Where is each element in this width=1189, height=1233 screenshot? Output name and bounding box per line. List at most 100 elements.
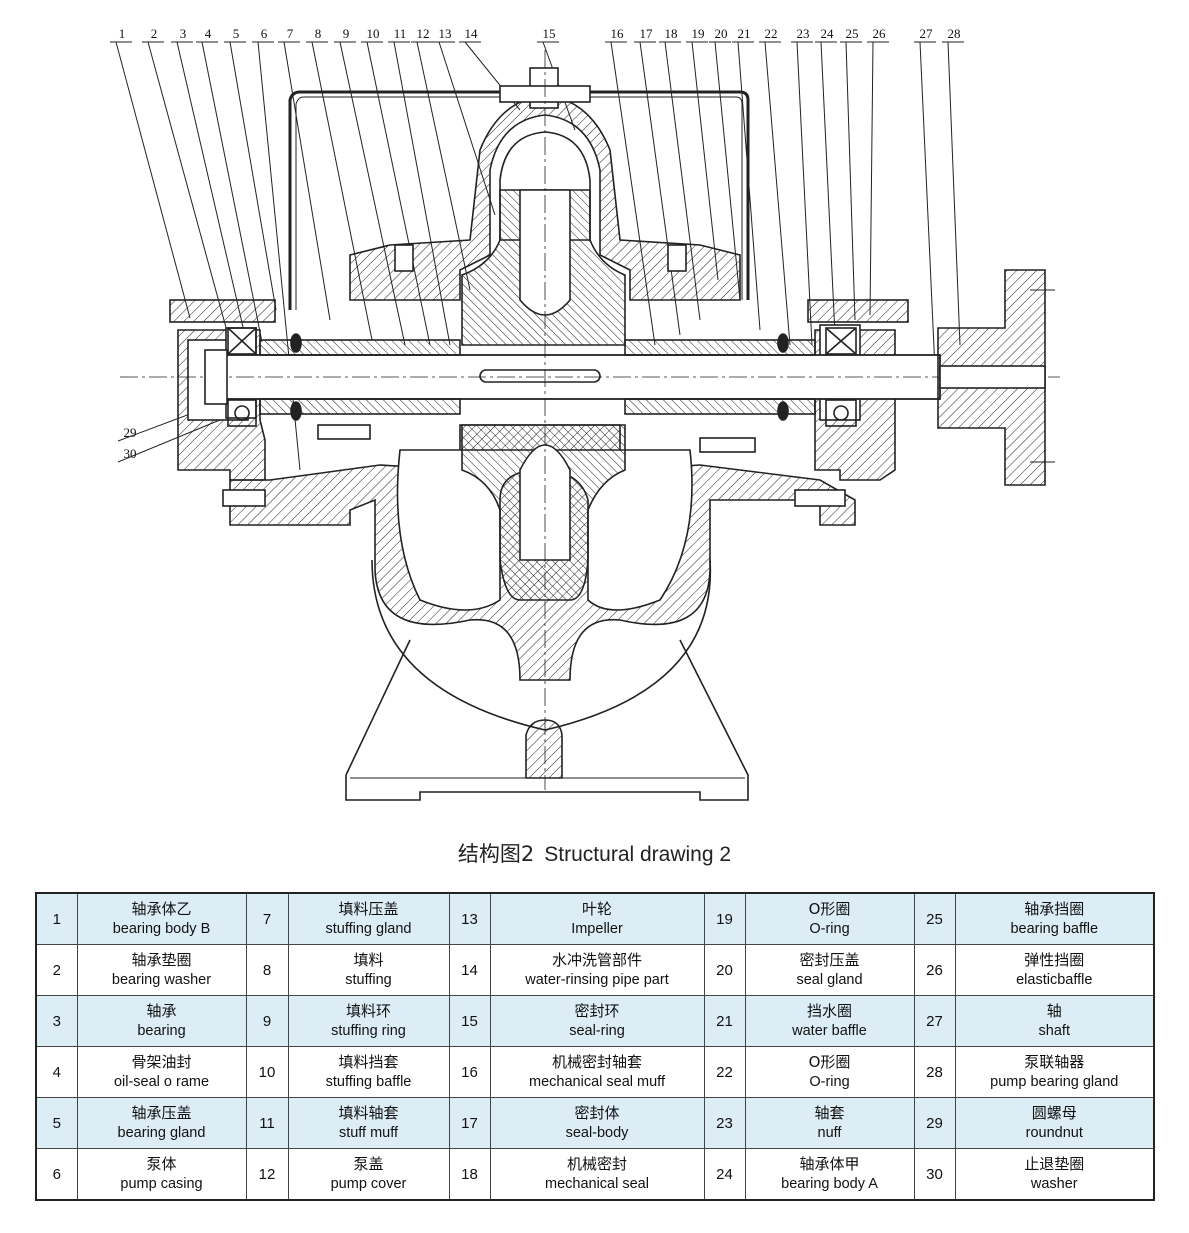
part-number: 17 <box>448 1097 491 1149</box>
part-name-chinese: 骨架油封 <box>131 1053 192 1071</box>
part-number: 12 <box>245 1148 289 1201</box>
part-name-english: seal gland <box>796 972 863 988</box>
callout-number: 22 <box>765 26 778 41</box>
part-name-chinese: 泵盖 <box>353 1155 384 1173</box>
part-name-english: roundnut <box>1025 1125 1083 1141</box>
leader-line <box>869 41 874 316</box>
callout-number: 7 <box>287 26 294 41</box>
leader-line <box>229 41 277 311</box>
part-number: 27 <box>913 995 956 1047</box>
part-name-chinese: 叶轮 <box>581 900 612 918</box>
part-name-chinese: 轴承 <box>146 1002 177 1020</box>
callout-number: 14 <box>465 26 479 41</box>
part-name-chinese: 轴套 <box>814 1104 845 1122</box>
callout-number: 28 <box>948 26 961 41</box>
callout-number: 16 <box>611 26 625 41</box>
leader-line <box>919 41 936 371</box>
callout-number: 21 <box>738 26 751 41</box>
part-number: 6 <box>35 1148 78 1201</box>
part-name: 圆螺母 roundnut <box>954 1097 1155 1149</box>
leader-line <box>147 41 229 336</box>
part-number: 21 <box>703 995 746 1047</box>
callout-number: 3 <box>180 26 187 41</box>
part-name-english: mechanical seal muff <box>529 1074 665 1090</box>
part-name-english: stuffing <box>345 972 392 988</box>
part-number: 24 <box>703 1148 746 1201</box>
callout-number: 19 <box>692 26 705 41</box>
part-number: 14 <box>448 944 491 996</box>
part-number: 2 <box>35 944 78 996</box>
part-name-english: bearing <box>137 1023 186 1039</box>
part-name-chinese: 机械密封 <box>566 1155 627 1173</box>
part-name-chinese: 机械密封轴套 <box>551 1053 642 1071</box>
leader-line <box>947 41 961 346</box>
part-number: 20 <box>703 944 746 996</box>
part-number: 9 <box>245 995 289 1047</box>
part-name-english: pump casing <box>120 1176 203 1192</box>
part-name-english: elasticbaffle <box>1016 972 1093 988</box>
part-name-english: oil-seal o rame <box>113 1074 210 1090</box>
part-name-english: stuff muff <box>338 1125 399 1141</box>
part-name-english: bearing body A <box>781 1176 878 1192</box>
part-name-chinese: 密封体 <box>574 1104 620 1122</box>
part-name-english: bearing baffle <box>1010 921 1099 937</box>
callout-number: 24 <box>821 26 835 41</box>
part-name-chinese: 填料挡套 <box>338 1053 399 1071</box>
leader-line <box>201 41 263 343</box>
part-number: 22 <box>703 1046 746 1098</box>
callout-number: 4 <box>205 26 212 41</box>
part-name-chinese: 轴承体乙 <box>131 900 192 918</box>
callout-number: 6 <box>261 26 268 41</box>
part-name-chinese: 圆螺母 <box>1031 1104 1077 1122</box>
part-number: 5 <box>35 1097 78 1149</box>
part-name-chinese: 轴承体甲 <box>799 1155 860 1173</box>
part-name-english: stuffing gland <box>325 921 412 937</box>
part-name-chinese: 填料环 <box>345 1002 391 1020</box>
callout-number: 9 <box>343 26 350 41</box>
callout-number: 23 <box>797 26 810 41</box>
callout-number: 18 <box>665 26 678 41</box>
part-name-chinese: 轴承垫圈 <box>131 951 192 969</box>
callout-number: 30 <box>124 446 137 461</box>
leader-line <box>764 41 791 346</box>
part-name-chinese: 密封环 <box>574 1002 620 1020</box>
part-name-english: water baffle <box>792 1023 867 1039</box>
callout-number: 2 <box>151 26 158 41</box>
pump-body-outline <box>120 50 1060 801</box>
callout-number: 5 <box>233 26 240 41</box>
callout-number: 12 <box>417 26 430 41</box>
part-number: 18 <box>448 1148 491 1201</box>
callout-number: 20 <box>715 26 728 41</box>
leader-line <box>691 41 719 281</box>
part-name: 机械密封轴套 mechanical seal muff <box>489 1046 705 1098</box>
part-number: 30 <box>913 1148 956 1201</box>
part-number: 4 <box>35 1046 78 1098</box>
part-name-english: bearing gland <box>117 1125 206 1141</box>
part-name-english: O-ring <box>809 921 850 937</box>
part-number: 8 <box>245 944 289 996</box>
leader-line <box>283 41 331 321</box>
part-name-english: stuffing baffle <box>325 1074 412 1090</box>
part-name-chinese: 轴 <box>1046 1002 1062 1020</box>
part-name-chinese: 止退垫圈 <box>1024 1155 1085 1173</box>
